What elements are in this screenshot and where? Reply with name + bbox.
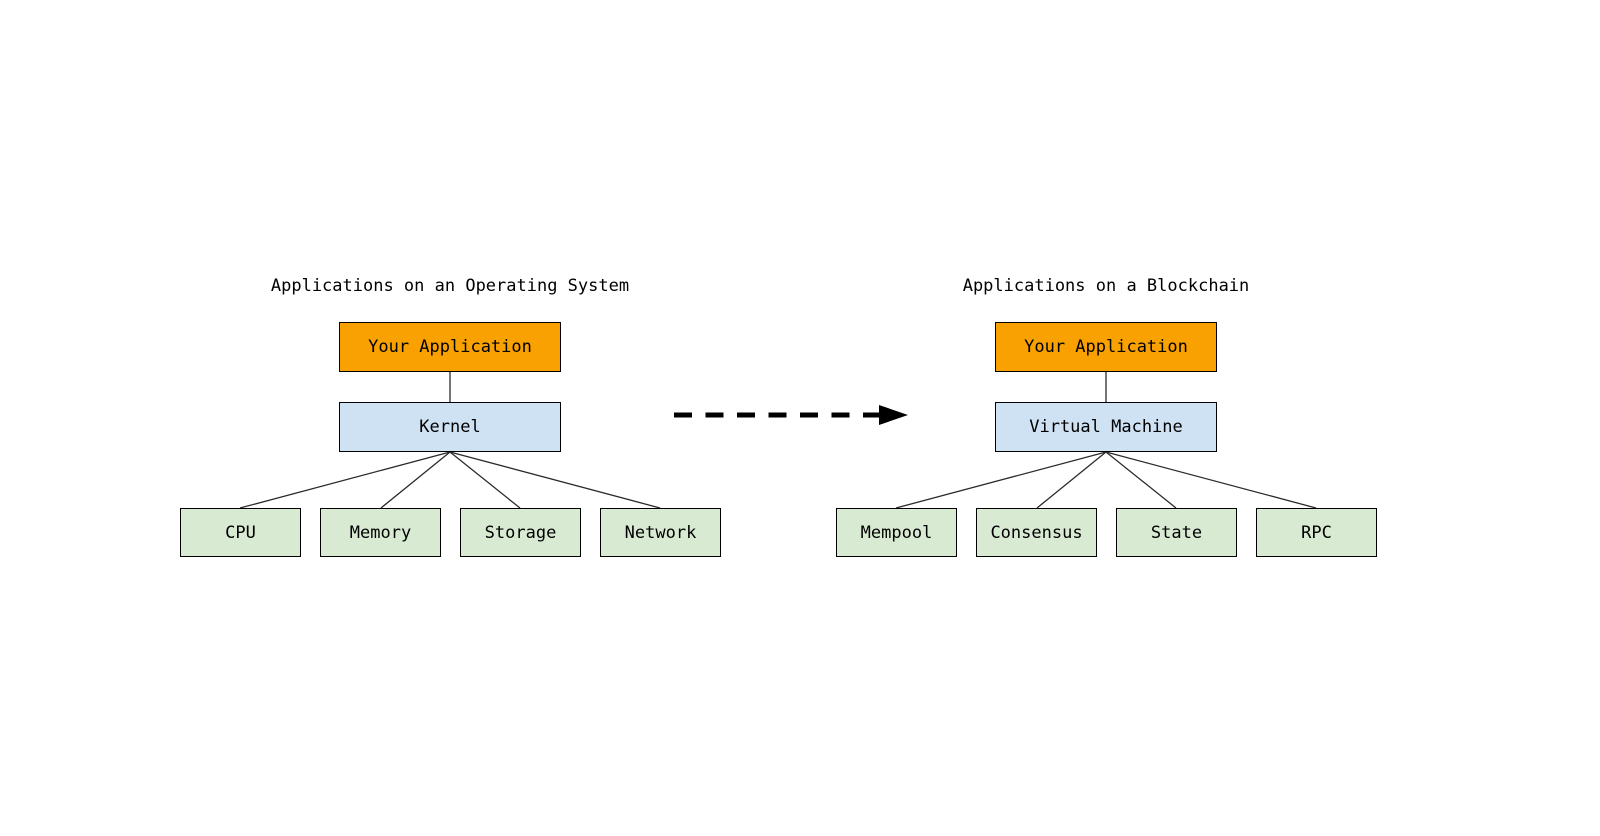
bc-your-application-node: Your Application [995, 322, 1217, 372]
cpu-node: CPU [180, 508, 301, 557]
os-your-application-node: Your Application [339, 322, 561, 372]
rpc-node: RPC [1256, 508, 1377, 557]
virtual-machine-node: Virtual Machine [995, 402, 1217, 452]
network-node: Network [600, 508, 721, 557]
state-node: State [1116, 508, 1237, 557]
vm-consensus-edge [1036, 451, 1107, 509]
storage-node: Storage [460, 508, 581, 557]
kernel-cpu-edge [239, 451, 451, 509]
vm-mempool-edge [895, 451, 1107, 509]
os-diagram-title: Applications on an Operating System [270, 276, 630, 296]
kernel-memory-edge [380, 451, 451, 509]
blockchain-diagram-title: Applications on a Blockchain [962, 276, 1250, 296]
mempool-node: Mempool [836, 508, 957, 557]
kernel-storage-edge [449, 451, 521, 509]
dashed-arrow-right-icon [674, 405, 908, 425]
consensus-node: Consensus [976, 508, 1097, 557]
vm-state-edge [1105, 451, 1177, 509]
kernel-network-edge [449, 451, 661, 509]
memory-node: Memory [320, 508, 441, 557]
kernel-node: Kernel [339, 402, 561, 452]
vm-rpc-edge [1105, 451, 1317, 509]
